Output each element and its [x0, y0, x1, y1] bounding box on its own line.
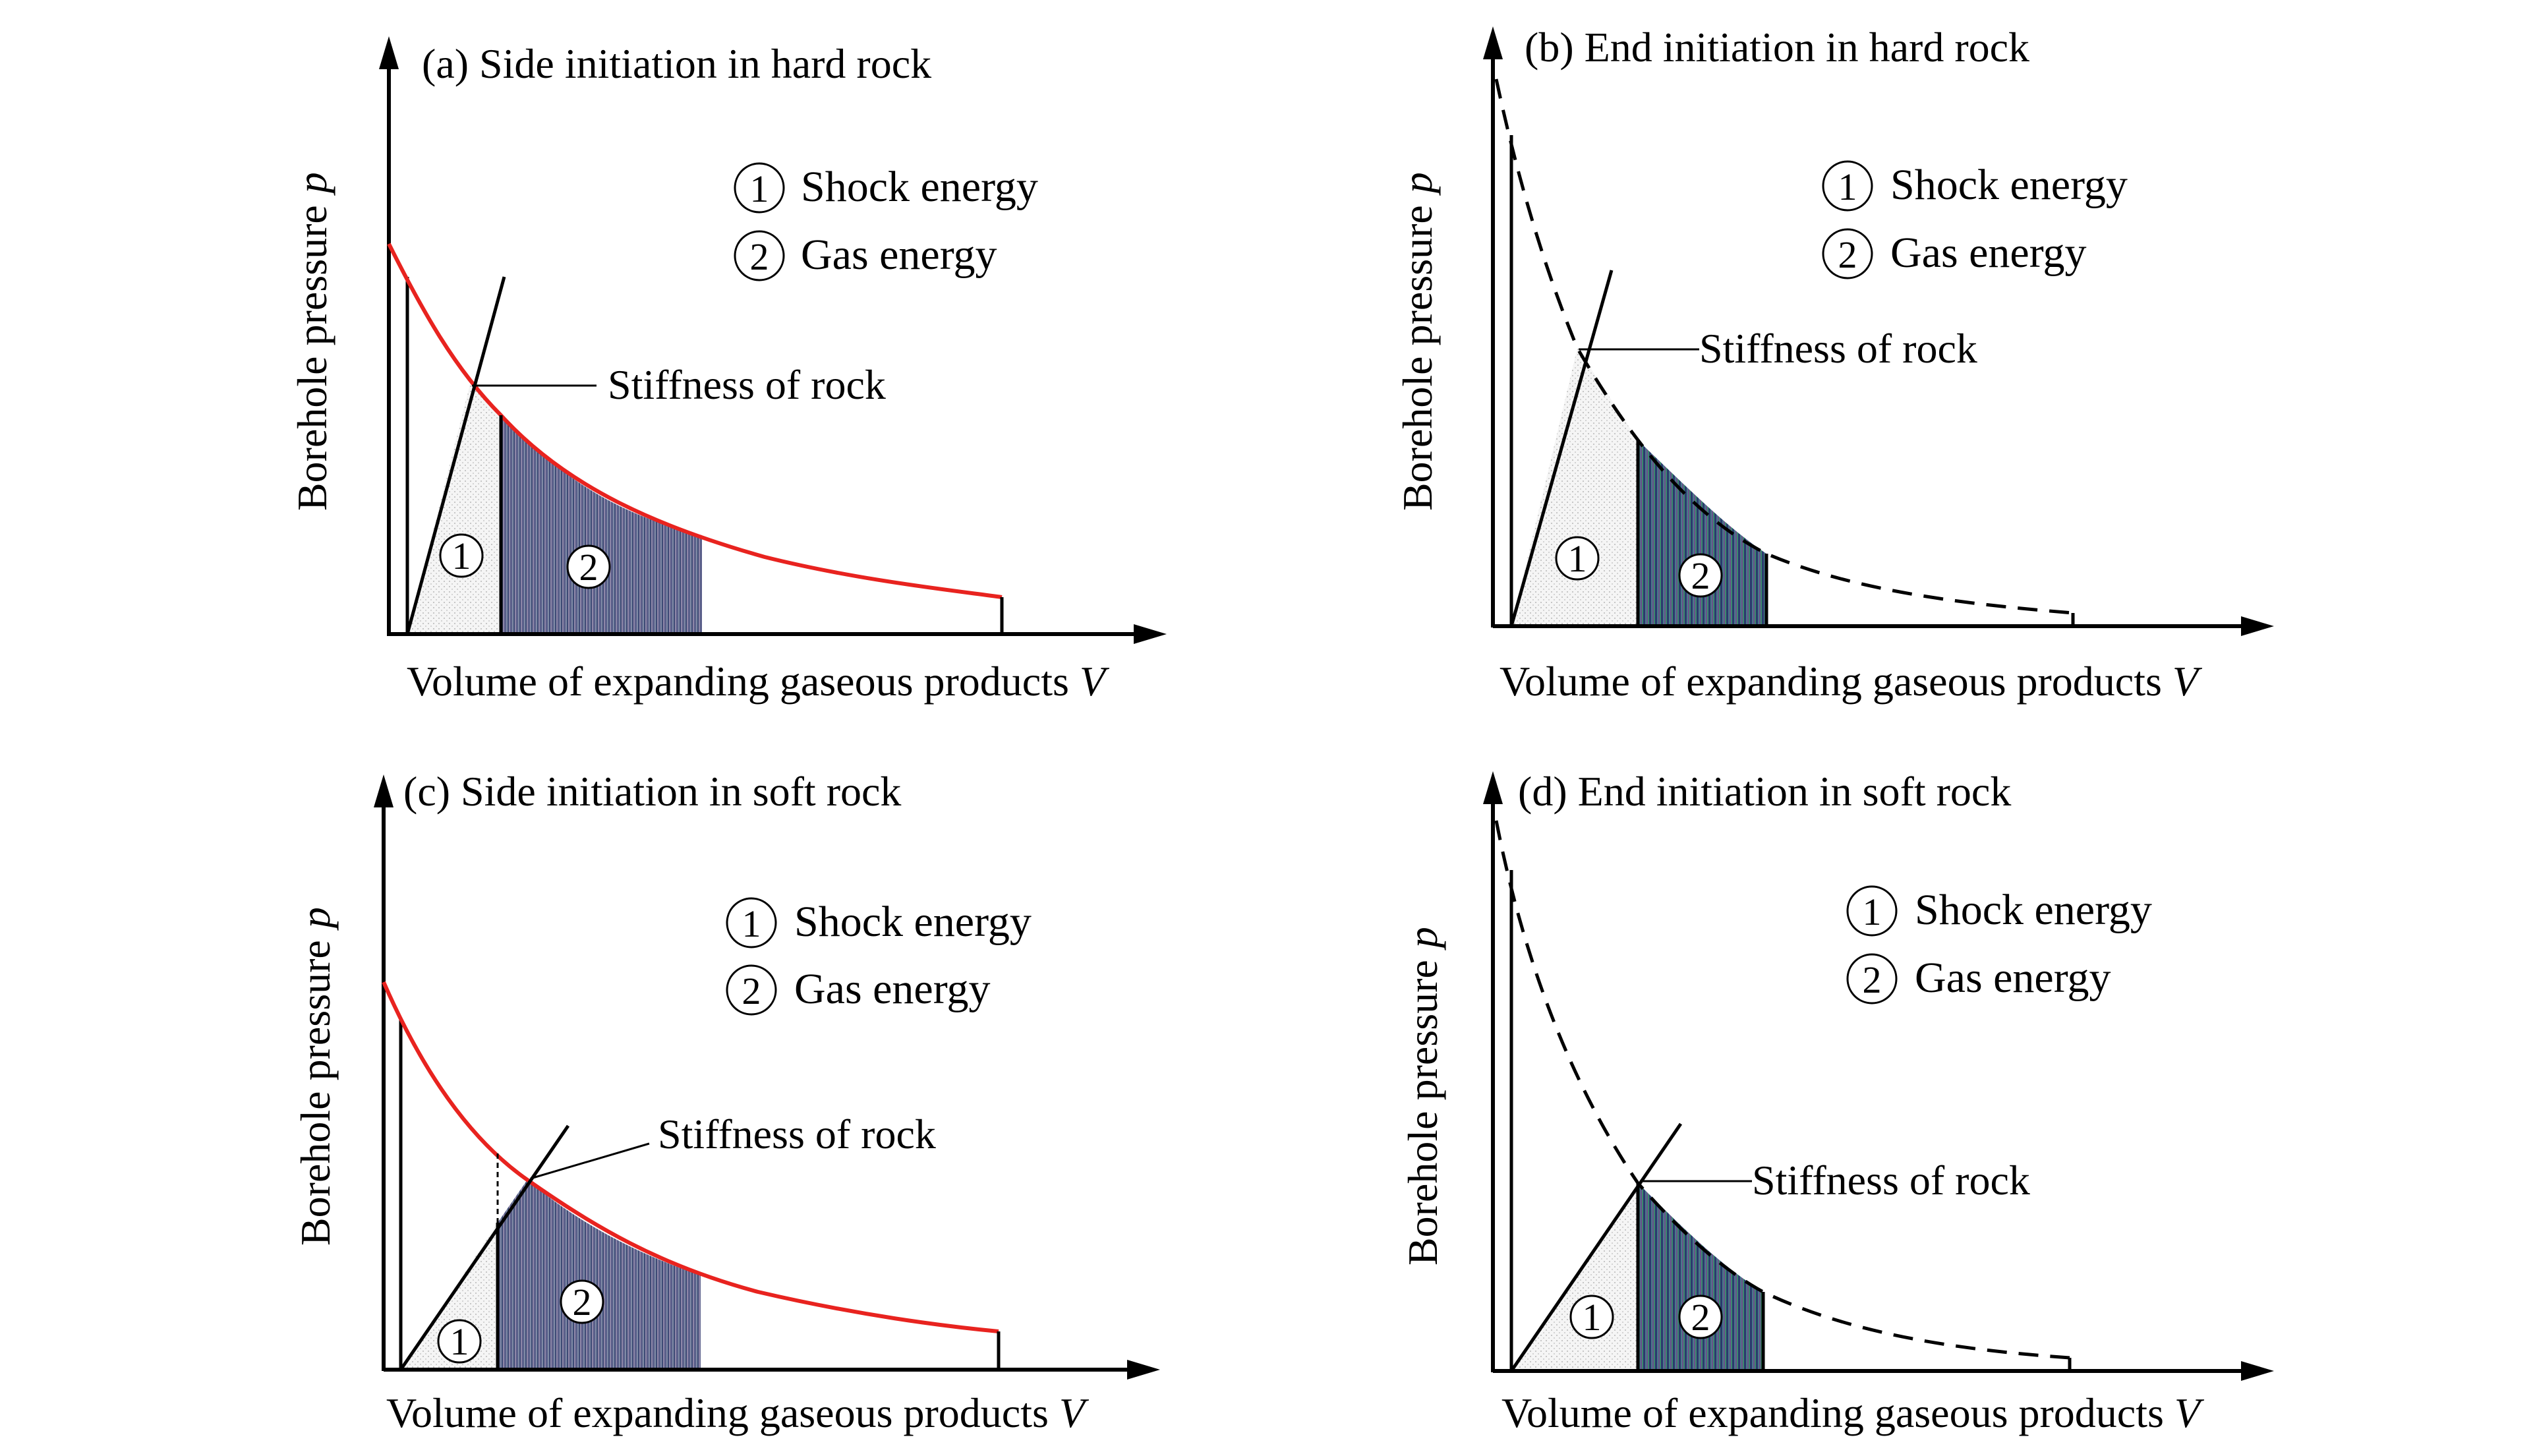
y-axis-label: Borehole pressurep [1394, 172, 1441, 511]
legend-marker-1-text: 1 [1838, 165, 1857, 208]
region-marker-1-text: 1 [452, 535, 471, 577]
region-marker-1-text: 1 [1583, 1296, 1602, 1339]
region-marker-2-text: 2 [1691, 1296, 1710, 1339]
legend-marker-2 [1822, 228, 1873, 279]
x-axis-arrow [1127, 1360, 1160, 1380]
callout-label: Stiffness of rock [1699, 325, 1977, 372]
x-axis-arrow [1134, 624, 1167, 644]
legend-marker-1 [1822, 160, 1873, 212]
legend-label-2: Gas energy [1915, 954, 2111, 1002]
gas-energy-region [501, 415, 702, 633]
region-marker-2-text: 2 [579, 546, 598, 589]
panel-d: Stiffness of rock 1 2 (d) End initiation… [1399, 768, 2274, 1436]
region-marker-1 [437, 1319, 482, 1364]
legend-marker-1-text: 1 [1863, 890, 1882, 933]
y-axis-arrow [1483, 26, 1503, 59]
panel-title: (b) End initiation in hard rock [1525, 24, 2029, 71]
panel-title: (c) Side initiation in soft rock [403, 768, 901, 815]
panel-title: (a) Side initiation in hard rock [422, 40, 931, 87]
x-axis-arrow [2241, 616, 2274, 636]
callout-label: Stiffness of rock [608, 361, 886, 408]
gas-energy-region [498, 1180, 701, 1370]
region-marker-2-text: 2 [573, 1281, 592, 1324]
legend-label-1: Shock energy [1890, 161, 2128, 209]
region-marker-1-text: 1 [1568, 537, 1587, 580]
y-axis-arrow [1483, 771, 1503, 804]
legend-marker-2 [1846, 953, 1898, 1005]
legend-marker-2 [734, 230, 785, 281]
pressure-volume-curve [382, 981, 999, 1333]
y-axis-label: Borehole pressurep [1399, 927, 1446, 1266]
gas-energy-region [1638, 1183, 1763, 1371]
pressure-volume-curve [1494, 820, 2070, 1360]
region-marker-2 [1678, 1295, 1723, 1339]
legend-label-2: Gas energy [801, 231, 997, 279]
legend-marker-2-text: 2 [742, 970, 761, 1012]
stiffness-line [399, 1124, 570, 1371]
callout-leader [530, 1142, 650, 1180]
legend-marker-2-text: 2 [1863, 958, 1882, 1001]
legend-label-2: Gas energy [794, 965, 991, 1013]
legend-label-1: Shock energy [1915, 886, 2152, 934]
region-marker-2-text: 2 [1691, 554, 1710, 597]
legend-marker-1 [726, 897, 777, 948]
panel-b: Stiffness of rock 1 2 (b) End initiation… [1394, 24, 2274, 705]
legend-label-1: Shock energy [794, 898, 1032, 946]
region-marker-1 [439, 533, 484, 578]
legend-marker-2-text: 2 [1838, 233, 1857, 276]
y-axis-arrow [374, 774, 393, 807]
region-marker-2 [560, 1279, 604, 1324]
panel-a: Stiffness of rock 1 2 (a) Side initiatio… [289, 36, 1167, 705]
shock-energy-region [407, 384, 501, 633]
region-marker-1 [1569, 1295, 1614, 1339]
stiffness-line [1509, 270, 1614, 627]
legend-marker-1 [1846, 885, 1898, 937]
region-marker-2 [1678, 553, 1723, 598]
gas-energy-region [1638, 440, 1766, 626]
legend-marker-2 [726, 964, 777, 1016]
region-marker-1-text: 1 [450, 1320, 469, 1363]
legend-marker-1-text: 1 [742, 902, 761, 945]
shock-energy-region [1511, 348, 1638, 626]
stiffness-line [1509, 1122, 1683, 1372]
panel-title: (d) End initiation in soft rock [1518, 768, 2011, 815]
y-axis-arrow [379, 36, 399, 69]
pressure-volume-curve [387, 243, 1003, 599]
panel-c: Stiffness of rock 1 2 (c) Side initiatio… [292, 768, 1160, 1436]
stiffness-line [405, 276, 506, 635]
callout-label: Stiffness of rock [1752, 1157, 2030, 1204]
legend-label-1: Shock energy [801, 163, 1038, 211]
legend-marker-1-text: 1 [750, 167, 769, 210]
x-axis-arrow [2241, 1361, 2274, 1381]
region-marker-1 [1555, 536, 1600, 581]
legend-label-2: Gas energy [1890, 229, 2087, 277]
pressure-volume-curve [1494, 78, 2074, 615]
region-marker-2 [566, 544, 611, 589]
callout-label: Stiffness of rock [658, 1111, 936, 1157]
legend-marker-2-text: 2 [750, 235, 769, 278]
y-axis-label: Borehole pressurep [289, 172, 335, 511]
y-axis-label: Borehole pressurep [292, 907, 339, 1246]
legend-marker-1 [734, 162, 785, 214]
